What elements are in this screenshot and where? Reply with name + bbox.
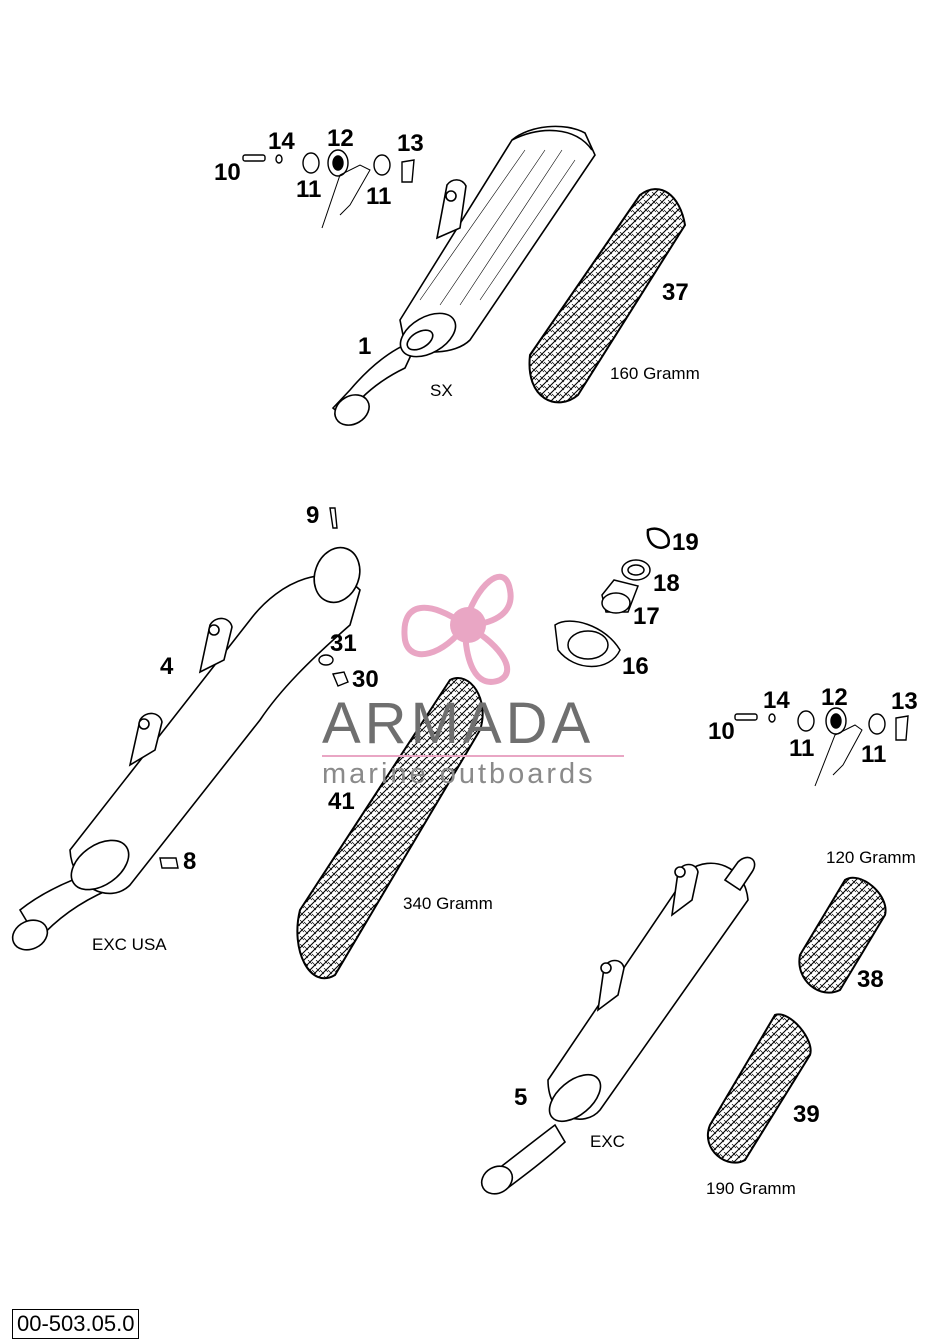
small-fasteners <box>159 507 349 869</box>
callout-11-right-left: 11 <box>789 735 815 762</box>
packing-37 <box>528 188 687 404</box>
callout-37: 37 <box>662 279 689 306</box>
packing-38 <box>798 876 887 994</box>
weight-label-120: 120 Gramm <box>826 848 916 867</box>
callout-12-right: 12 <box>821 684 848 711</box>
callout-11-top-right: 11 <box>366 183 392 210</box>
callout-5: 5 <box>514 1084 528 1111</box>
packing-41 <box>296 677 484 980</box>
callout-39: 39 <box>793 1101 820 1128</box>
callout-12-top: 12 <box>327 125 354 152</box>
callout-19: 19 <box>672 529 699 556</box>
callout-8: 8 <box>183 848 197 875</box>
callout-14-right: 14 <box>763 687 790 714</box>
weight-label-160: 160 Gramm <box>610 364 700 383</box>
silencer-exc <box>480 856 756 1195</box>
diagram-code: 00-503.05.0 <box>12 1309 140 1340</box>
callout-1: 1 <box>358 333 372 360</box>
watermark-subtitle: marine outboards <box>322 758 596 790</box>
variant-label-sx: SX <box>430 381 453 400</box>
callout-10-right: 10 <box>708 718 735 745</box>
silencer-sx <box>331 125 596 426</box>
variant-label-exc-usa: EXC USA <box>92 935 167 954</box>
callout-11-top-left: 11 <box>296 176 322 203</box>
packing-39 <box>707 1013 812 1164</box>
callout-18: 18 <box>653 570 680 597</box>
silencer-exc-usa <box>11 546 361 951</box>
armada-logo-mark <box>322 573 624 757</box>
callout-16: 16 <box>622 653 649 680</box>
callout-38: 38 <box>857 966 884 993</box>
variant-label-exc: EXC <box>590 1132 625 1151</box>
callout-10-top: 10 <box>214 159 241 186</box>
callout-41: 41 <box>328 788 355 815</box>
watermark-title: ARMADA <box>322 691 595 756</box>
callout-14-top: 14 <box>268 128 295 155</box>
callout-4: 4 <box>160 653 174 680</box>
end-cap-parts <box>554 527 671 668</box>
weight-label-340: 340 Gramm <box>403 894 493 913</box>
callout-13-top: 13 <box>397 130 424 157</box>
callout-9: 9 <box>306 502 320 529</box>
callout-30: 30 <box>352 666 379 693</box>
weight-label-190: 190 Gramm <box>706 1179 796 1198</box>
callout-11-right-right: 11 <box>861 741 887 768</box>
callout-13-right: 13 <box>891 688 918 715</box>
callout-31: 31 <box>330 630 357 657</box>
mounting-hardware-right <box>734 707 909 787</box>
mounting-hardware-top <box>242 149 415 229</box>
callout-17: 17 <box>633 603 660 630</box>
